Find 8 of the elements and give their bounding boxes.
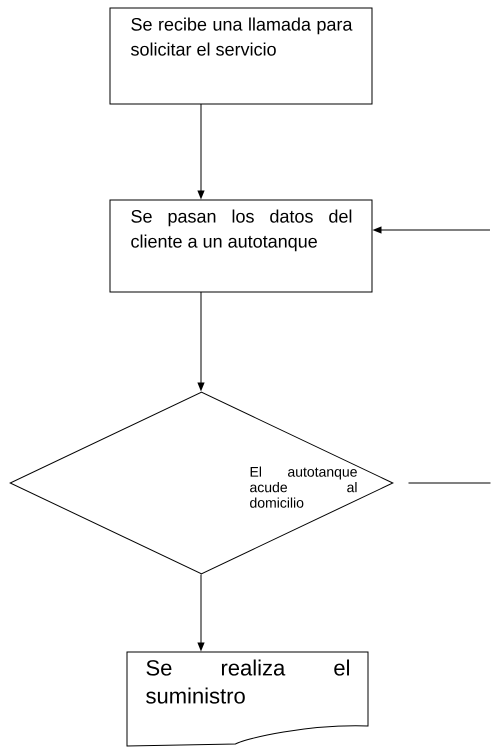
- step-text: Se pasan los datos del cliente a un autotanque: [131, 210, 352, 252]
- document-shape: [126, 652, 368, 746]
- step-text: Se recibe una llamada para solicitar el servicio: [131, 18, 352, 56]
- connector-line: [408, 482, 491, 484]
- step-text: Se realiza el suministro: [146, 659, 349, 704]
- process-box: [110, 200, 372, 292]
- step-text: El autotanque acude al domicilio: [250, 466, 357, 508]
- process-box: [110, 8, 372, 104]
